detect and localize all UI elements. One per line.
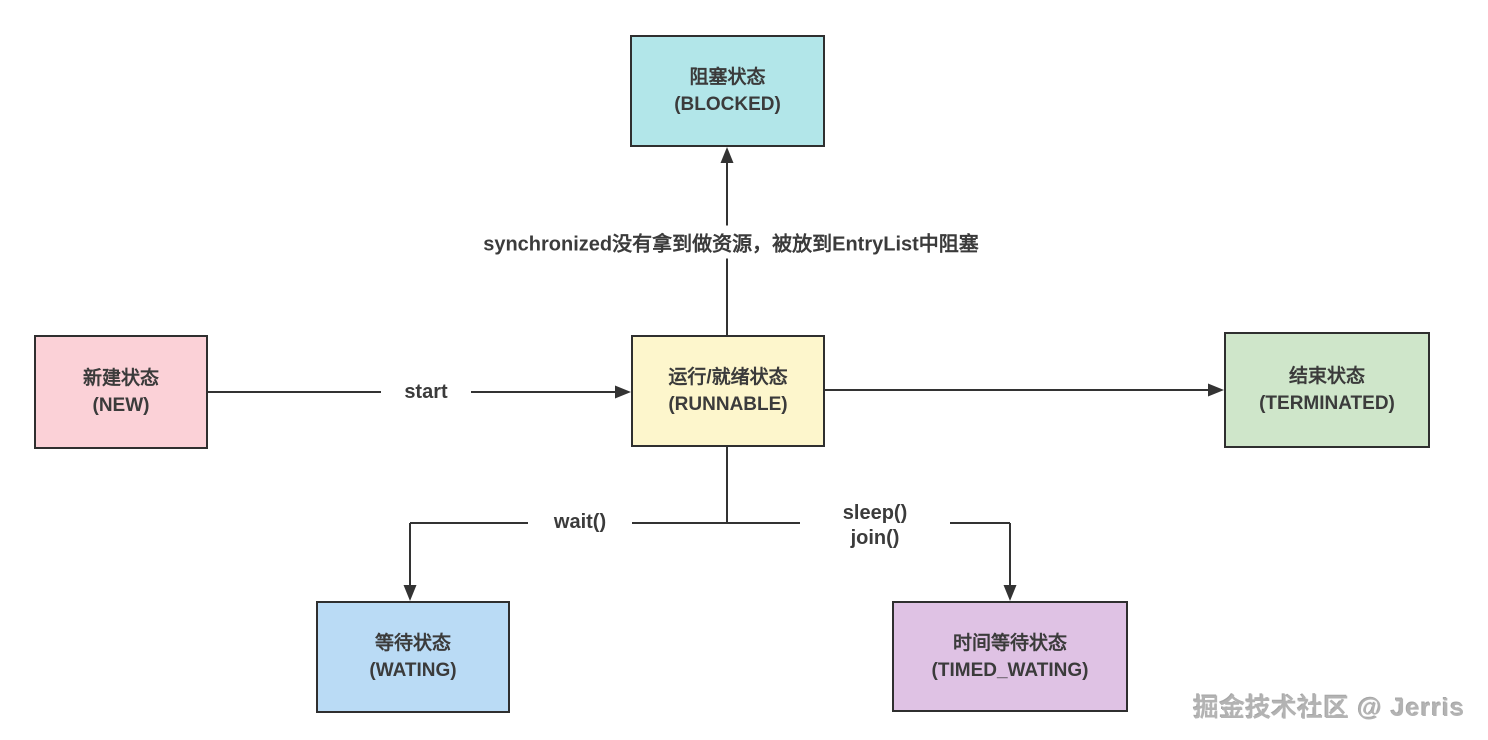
- node-timed-waiting-label-en: (TIMED_WATING): [931, 659, 1089, 681]
- node-timed-waiting: 时间等待状态 (TIMED_WATING): [892, 601, 1128, 712]
- node-terminated-label-zh: 结束状态: [1288, 366, 1365, 387]
- arrowhead-runnable-left: [615, 385, 631, 399]
- node-terminated: 结束状态 (TERMINATED): [1224, 332, 1430, 448]
- edge-label-start: start: [381, 379, 471, 406]
- node-waiting-label-en: (WATING): [369, 660, 457, 681]
- node-new-label-zh: 新建状态: [82, 368, 159, 389]
- node-blocked-label-en: (BLOCKED): [674, 94, 781, 115]
- node-runnable-label-en: (RUNNABLE): [668, 394, 788, 415]
- watermark: 掘金技术社区 @ Jerris: [1193, 694, 1465, 722]
- node-timed-waiting-label-zh: 时间等待状态: [952, 632, 1067, 654]
- node-waiting: 等待状态 (WATING): [316, 601, 510, 713]
- edge-label-join: join(): [850, 527, 900, 549]
- edge-label-synchronized: synchronized没有拿到做资源，被放到EntryList中阻塞: [477, 225, 985, 259]
- edge-label-sleep: sleep(): [842, 502, 908, 524]
- node-waiting-label-zh: 等待状态: [374, 633, 451, 654]
- arrowhead-waiting-top: [403, 585, 417, 601]
- node-new-label-en: (NEW): [92, 395, 150, 416]
- node-blocked-label-zh: 阻塞状态: [689, 67, 766, 88]
- node-new: 新建状态 (NEW): [34, 335, 208, 449]
- edge-runnable-branch: [409, 446, 1011, 587]
- arrowhead-terminated-left: [1208, 383, 1224, 397]
- node-blocked: 阻塞状态 (BLOCKED): [630, 35, 825, 147]
- node-terminated-label-en: (TERMINATED): [1259, 393, 1395, 414]
- node-runnable: 运行/就绪状态 (RUNNABLE): [631, 335, 825, 447]
- edge-label-sleep-join: sleep() join(): [800, 499, 950, 553]
- arrowhead-timed-waiting-top: [1003, 585, 1017, 601]
- node-runnable-label-zh: 运行/就绪状态: [668, 367, 788, 388]
- edge-label-wait: wait(): [528, 509, 632, 536]
- arrowhead-blocked-bottom: [720, 147, 734, 163]
